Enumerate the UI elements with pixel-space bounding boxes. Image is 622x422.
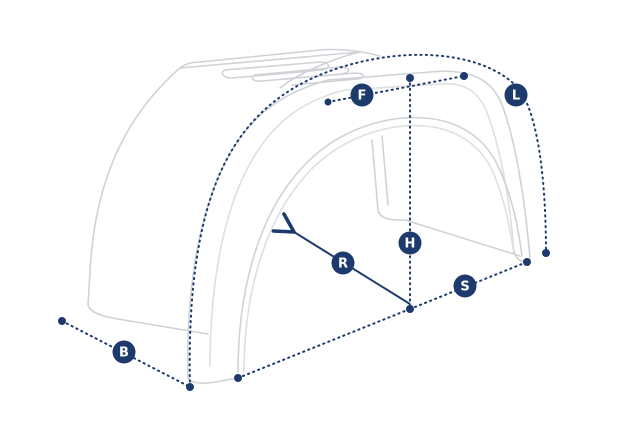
label-s: S — [460, 280, 469, 295]
label-badge-l: L — [504, 83, 528, 107]
dimension-lines — [61, 53, 547, 388]
endpoint-h-top — [406, 74, 414, 82]
endpoint-f-start — [324, 98, 332, 106]
endpoint-l-end — [542, 249, 550, 257]
label-badge-f: F — [350, 83, 374, 107]
label-l: L — [512, 89, 520, 104]
label-f: F — [358, 89, 367, 104]
label-badge-r: R — [331, 251, 355, 275]
dimension-line-l — [188, 53, 547, 388]
endpoint-f-end — [460, 72, 468, 80]
label-b: B — [119, 346, 129, 361]
dimension-line-f — [327, 75, 465, 103]
dimension-endpoints — [58, 72, 550, 391]
endpoint-b-end — [186, 383, 194, 391]
endpoint-s-end — [523, 258, 531, 266]
label-h: H — [405, 237, 416, 252]
endpoint-center — [406, 305, 414, 313]
mudguard-outline — [87, 48, 531, 384]
label-badge-b: B — [112, 340, 136, 364]
label-badge-h: H — [398, 231, 422, 255]
label-r: R — [338, 257, 348, 272]
endpoint-b-start — [58, 317, 66, 325]
dimension-line-s-left — [237, 308, 411, 379]
endpoint-s-start — [234, 374, 242, 382]
label-badge-s: S — [453, 274, 477, 298]
dimension-line-s-right — [409, 261, 528, 310]
